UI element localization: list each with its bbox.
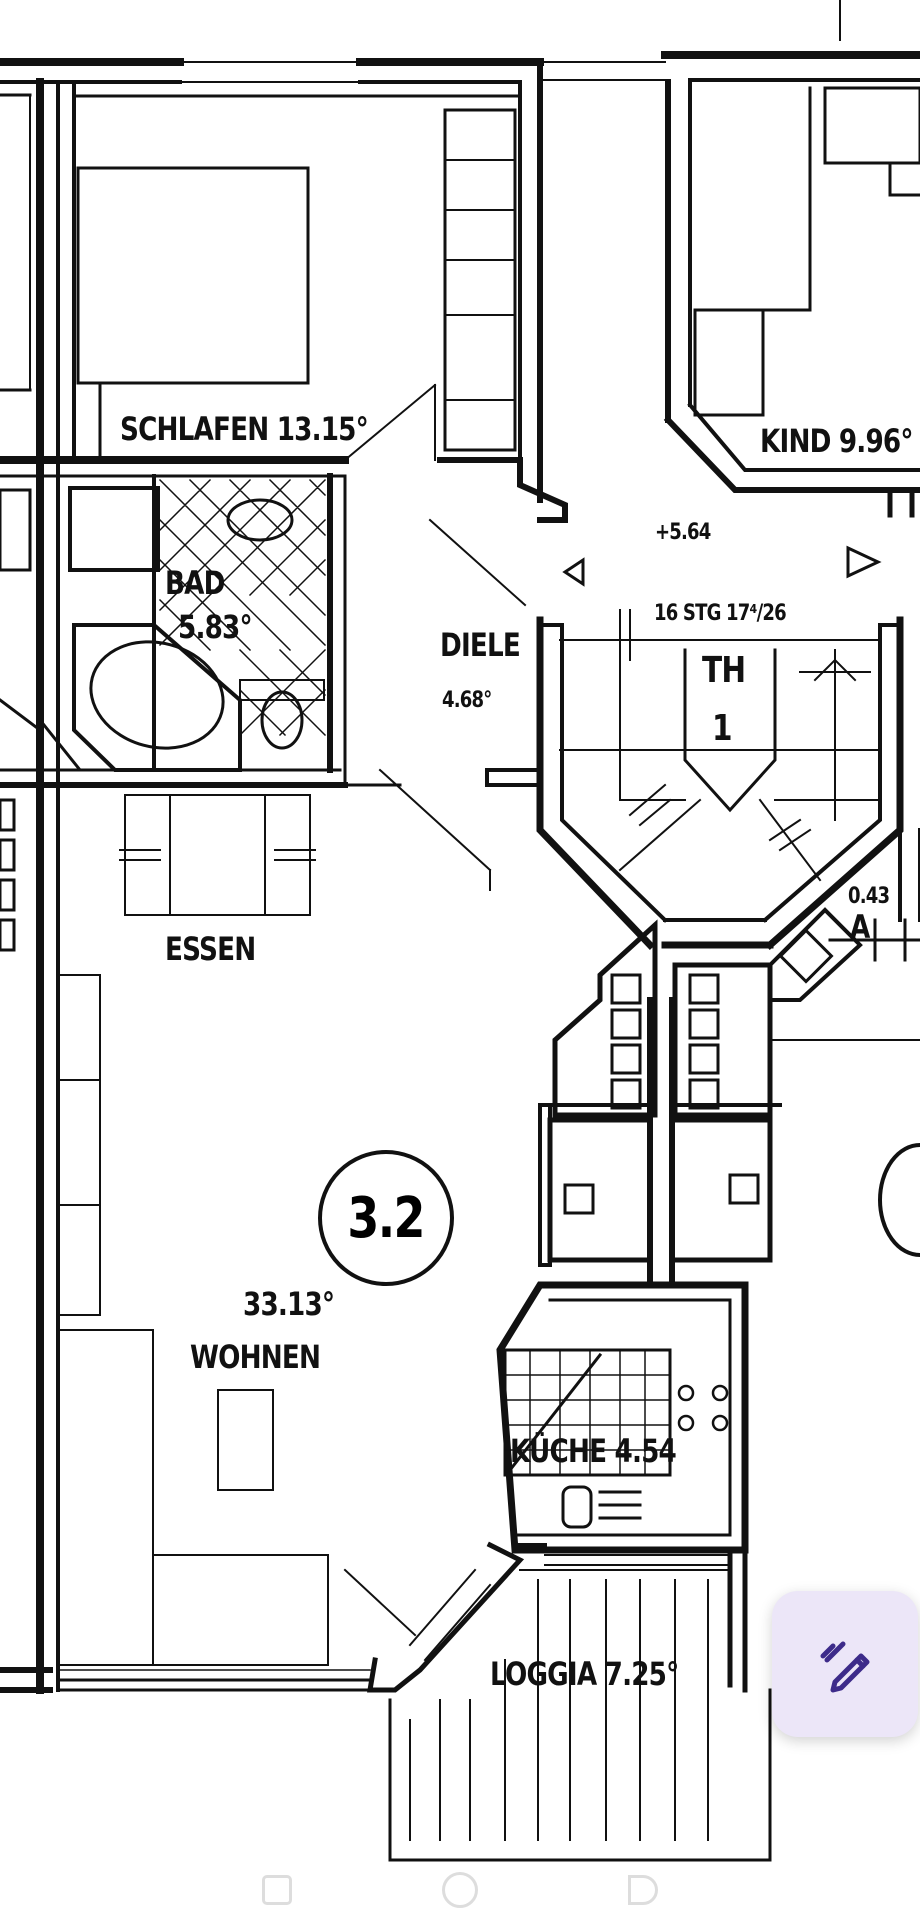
wohnen-essen — [56, 794, 417, 1692]
label-abstell-area: 0.43 — [848, 884, 890, 909]
label-kueche: KÜCHE 4.54 — [510, 1432, 677, 1470]
schlafen-room — [72, 94, 568, 607]
label-diele-area: 4.68° — [442, 688, 492, 713]
diele-stairs — [343, 545, 904, 950]
label-stairs: 16 STG 17⁴/26 — [654, 601, 787, 626]
system-nav-bar — [0, 1868, 920, 1912]
loggia — [367, 1541, 772, 1862]
label-loggia: LOGGIA 7.25° — [490, 1655, 679, 1693]
label-diele-name: DIELE — [440, 626, 521, 664]
kueche-room — [496, 1281, 749, 1554]
exterior-wall-top — [0, 0, 920, 503]
label-schlafen: SCHLAFEN 13.15° — [120, 410, 369, 448]
label-th-number: 1 — [712, 708, 733, 749]
edit-button[interactable] — [772, 1591, 918, 1737]
shafts — [538, 828, 920, 1288]
label-essen: ESSEN — [165, 930, 256, 968]
recent-apps-icon[interactable] — [262, 1875, 292, 1905]
unit-number-badge: 3.2 — [318, 1150, 454, 1286]
unit-number: 3.2 — [347, 1185, 426, 1251]
label-elevation: +5.64 — [655, 520, 711, 545]
label-kind: KIND 9.96° — [760, 422, 913, 460]
home-icon[interactable] — [442, 1872, 478, 1908]
edit-pencil-icon — [820, 1641, 870, 1693]
kind-room — [663, 79, 920, 518]
label-bad-area: 5.83° — [178, 608, 253, 646]
label-th: TH — [702, 650, 746, 691]
label-abstell-letter: A — [850, 908, 870, 946]
bad-tiles — [158, 478, 327, 737]
label-bad-name: BAD — [165, 564, 225, 602]
back-icon[interactable] — [628, 1875, 658, 1905]
party-walls-left — [0, 78, 349, 1694]
label-wohnen-name: WOHNEN — [190, 1338, 321, 1376]
bad-room — [0, 473, 347, 787]
label-wohnen-area: 33.13° — [243, 1285, 335, 1323]
